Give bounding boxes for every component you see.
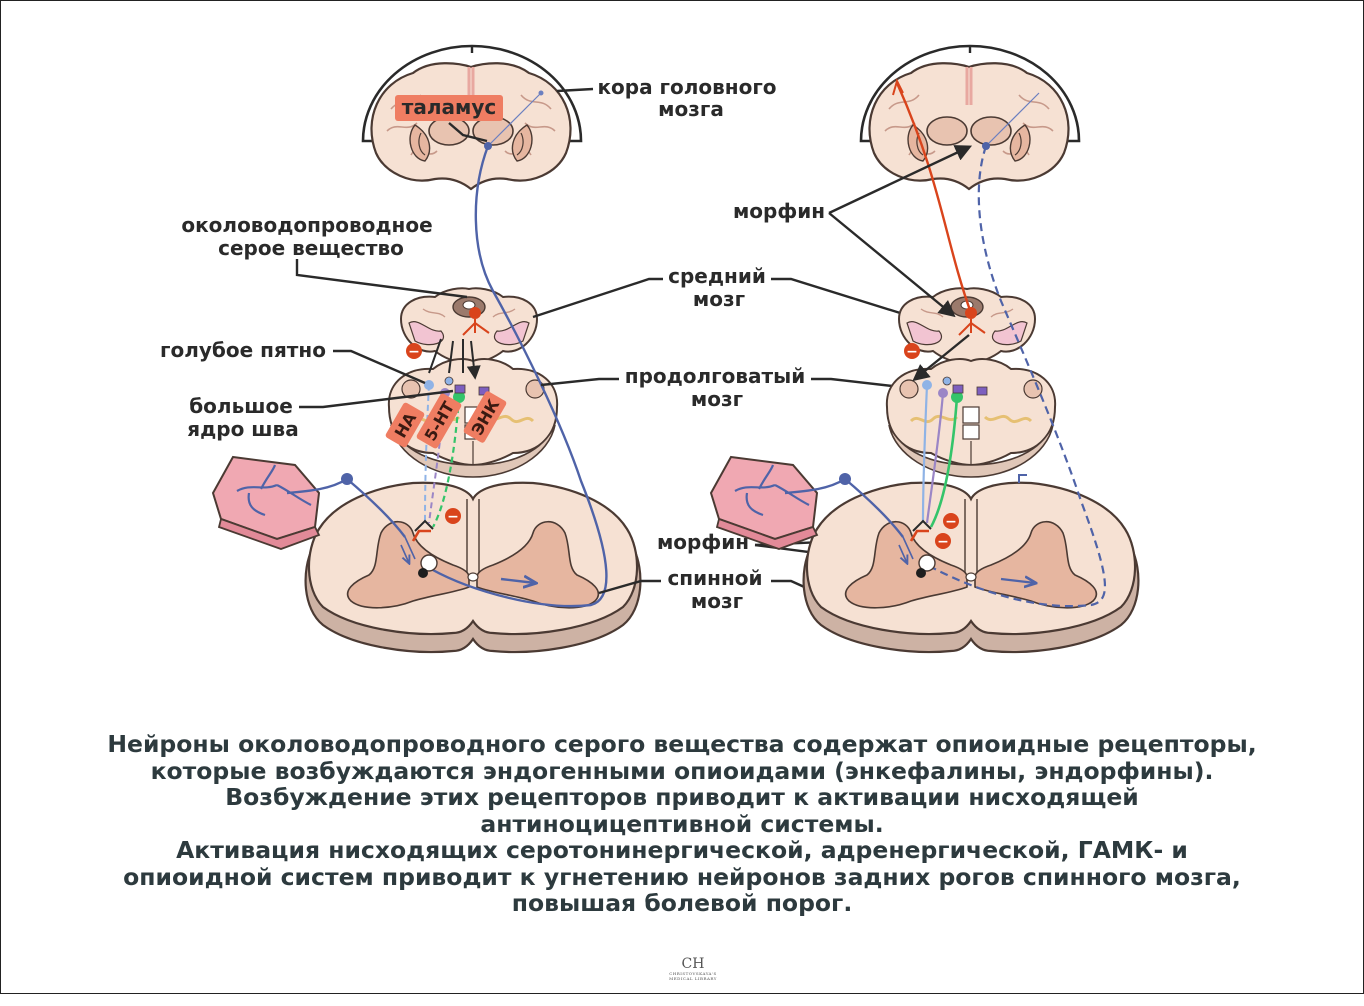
pain-pathway bbox=[430, 145, 608, 608]
cortex-label: кора головного bbox=[597, 75, 776, 99]
spinal-cord-section-right bbox=[802, 481, 1140, 654]
thalamus-tag bbox=[395, 95, 503, 121]
morphine-pathway bbox=[895, 82, 973, 314]
medulla-label: продолговатый bbox=[625, 364, 805, 388]
logo-monogram: CH bbox=[681, 956, 705, 972]
caption: Нейроны околоводопроводного серого вещес… bbox=[61, 731, 1303, 917]
thalamus-label: таламус bbox=[402, 95, 496, 119]
publisher-logo: CH CHRISTOVSKAYA'S MEDICAL LIBRARY bbox=[663, 957, 723, 981]
left-panel: − − НА 5-НТ ЭНК таламус кора головного м… bbox=[160, 44, 777, 654]
caption-line: Активация нисходящих серотонинергической… bbox=[176, 836, 1188, 864]
locus-coeruleus-label: голубое пятно bbox=[160, 338, 326, 362]
inhibit-badge: − bbox=[406, 343, 422, 360]
serotonin-fiber bbox=[428, 392, 446, 524]
center-labels: средний мозг продолговатый мозг морфин с… bbox=[532, 264, 914, 613]
caption-line: опиоидной систем приводит к угнетению не… bbox=[123, 862, 1241, 891]
morphine-top-label: морфин bbox=[733, 199, 825, 223]
midbrain-label: средний bbox=[668, 264, 766, 288]
svg-text:−: − bbox=[937, 534, 949, 550]
inhibit-badge: − bbox=[904, 343, 920, 360]
caption-line: Возбуждение этих рецепторов приводит к а… bbox=[225, 783, 1139, 811]
midbrain-label-2: мозг bbox=[693, 287, 745, 311]
svg-text:−: − bbox=[906, 344, 918, 360]
na-fiber bbox=[424, 384, 430, 522]
caption-line: которые возбуждаются эндогенными опиоида… bbox=[150, 756, 1214, 785]
inhibit-badge: − bbox=[445, 508, 461, 525]
caption-line: повышая болевой порог. bbox=[511, 889, 853, 917]
spinal-label: спинной bbox=[667, 566, 762, 590]
medulla-section-right bbox=[885, 357, 1057, 479]
skin-patch bbox=[211, 455, 321, 551]
spinal-label-2: мозг bbox=[691, 589, 743, 613]
raphe-label-2: ядро шва bbox=[187, 417, 298, 441]
raphe-label: большое bbox=[189, 394, 293, 418]
svg-text:−: − bbox=[408, 344, 420, 360]
svg-text:−: − bbox=[447, 509, 459, 525]
cortex-label-2: мозга bbox=[658, 97, 724, 121]
medulla-label-2: мозг bbox=[691, 387, 743, 411]
caption-line: Нейроны околоводопроводного серого вещес… bbox=[107, 730, 1257, 758]
pain-arrow bbox=[500, 579, 535, 583]
pag-label-2: серое вещество bbox=[218, 236, 404, 260]
morphine-spinal-label: морфин bbox=[657, 530, 749, 554]
brain-section bbox=[369, 61, 573, 191]
inhibit-badge: − bbox=[943, 513, 959, 530]
svg-text:−: − bbox=[945, 514, 957, 530]
brain-section-right bbox=[867, 61, 1071, 191]
right-panel: − − − морфин bbox=[709, 44, 1140, 654]
inhibitory-synapse bbox=[411, 529, 431, 542]
logo-line: MEDICAL LIBRARY bbox=[669, 976, 717, 981]
inhibit-badge: − bbox=[935, 533, 951, 550]
pag-label: околоводопроводное bbox=[181, 213, 432, 237]
logo-line: CHRISTOVSKAYA'S bbox=[669, 971, 717, 976]
enk-fiber bbox=[432, 396, 461, 528]
caption-line: антиноцицептивной системы. bbox=[480, 809, 884, 838]
thalamus-to-cortex bbox=[487, 92, 542, 147]
tag-5ht: 5-НТ bbox=[416, 393, 462, 449]
